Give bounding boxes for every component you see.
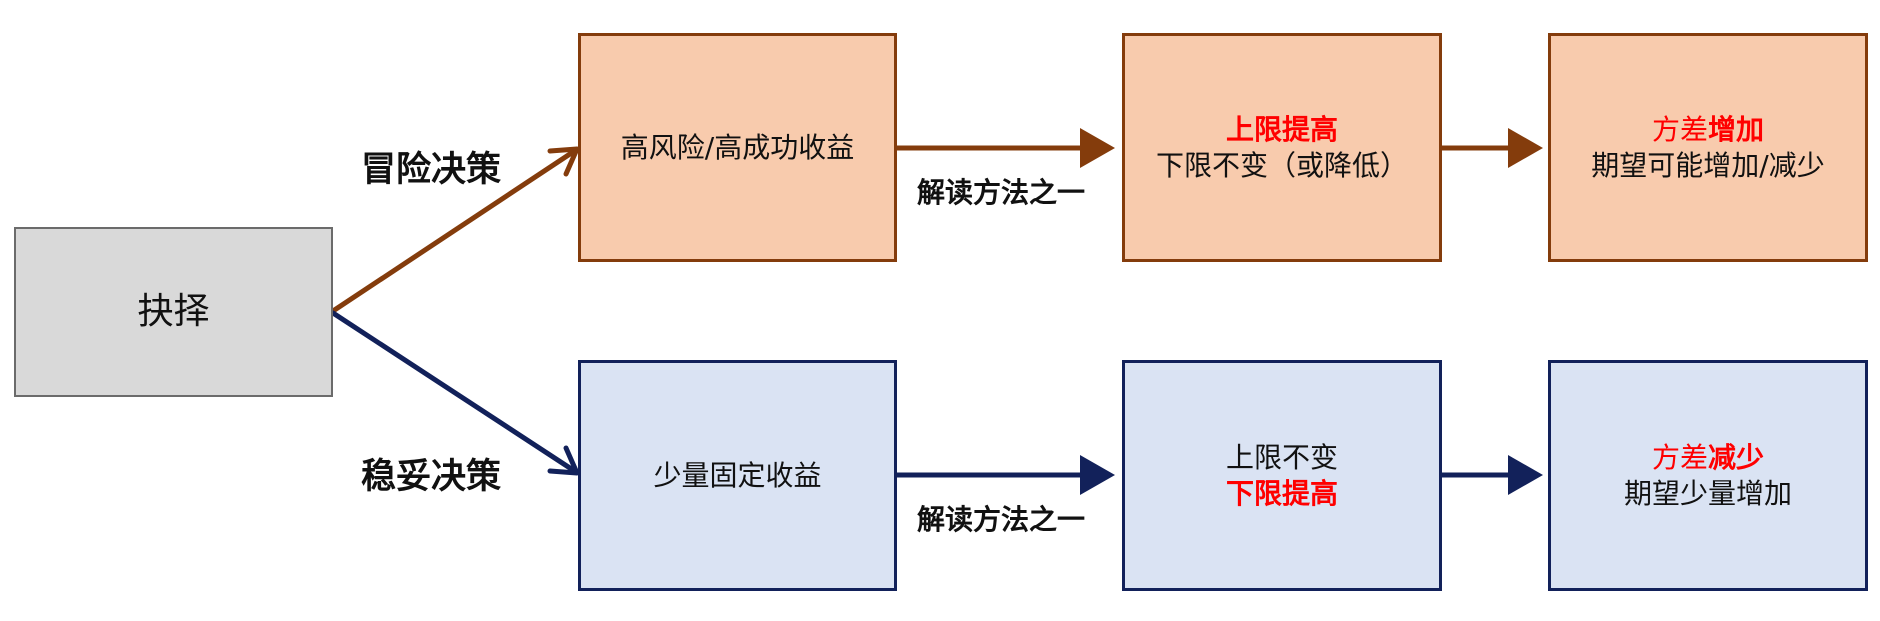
stable-outcome-node: 方差减少 期望少量增加 bbox=[1548, 360, 1868, 591]
choice-node: 抉择 bbox=[14, 227, 333, 397]
risky-bounds-line1: 上限提高 bbox=[1225, 112, 1338, 146]
stable-branch-label: 稳妥决策 bbox=[361, 457, 502, 497]
stable-outcome-line1: 方差减少 bbox=[1652, 440, 1764, 476]
stable-bounds-line1: 上限不变 bbox=[1225, 440, 1338, 474]
risky-outcome-variance-prefix: 方差 bbox=[1651, 112, 1708, 146]
risky-outcome-variance-change: 增加 bbox=[1708, 112, 1765, 146]
risky-option-node: 高风险/高成功收益 bbox=[578, 33, 897, 262]
choice-label: 抉择 bbox=[137, 291, 210, 332]
stable-outcome-line2: 期望少量增加 bbox=[1623, 476, 1792, 510]
risky-option-text: 高风险/高成功收益 bbox=[620, 130, 855, 164]
risky-bounds-line2: 下限不变（或降低） bbox=[1155, 148, 1408, 182]
stable-option-node: 少量固定收益 bbox=[578, 360, 897, 591]
stable-edge-label: 解读方法之一 bbox=[917, 503, 1086, 536]
risky-outcome-line1: 方差增加 bbox=[1652, 112, 1764, 148]
stable-outcome-variance-prefix: 方差 bbox=[1651, 440, 1708, 474]
risky-outcome-node: 方差增加 期望可能增加/减少 bbox=[1548, 33, 1868, 262]
stable-branch-arrowhead bbox=[547, 445, 580, 476]
risky-branch-label: 冒险决策 bbox=[361, 150, 502, 190]
stable-outcome-variance-change: 减少 bbox=[1708, 440, 1765, 474]
stable-branch-arrow bbox=[330, 310, 579, 475]
risky-branch-arrow bbox=[330, 147, 579, 314]
stable-bounds-line2: 下限提高 bbox=[1225, 476, 1338, 510]
stable-bounds-node: 上限不变 下限提高 bbox=[1122, 360, 1442, 591]
risky-outcome-line2: 期望可能增加/减少 bbox=[1591, 148, 1825, 182]
risky-branch-arrowhead bbox=[547, 146, 580, 177]
risky-edge-label: 解读方法之一 bbox=[917, 176, 1086, 209]
stable-option-text: 少量固定收益 bbox=[653, 458, 822, 492]
risky-bounds-node: 上限提高 下限不变（或降低） bbox=[1122, 33, 1442, 262]
